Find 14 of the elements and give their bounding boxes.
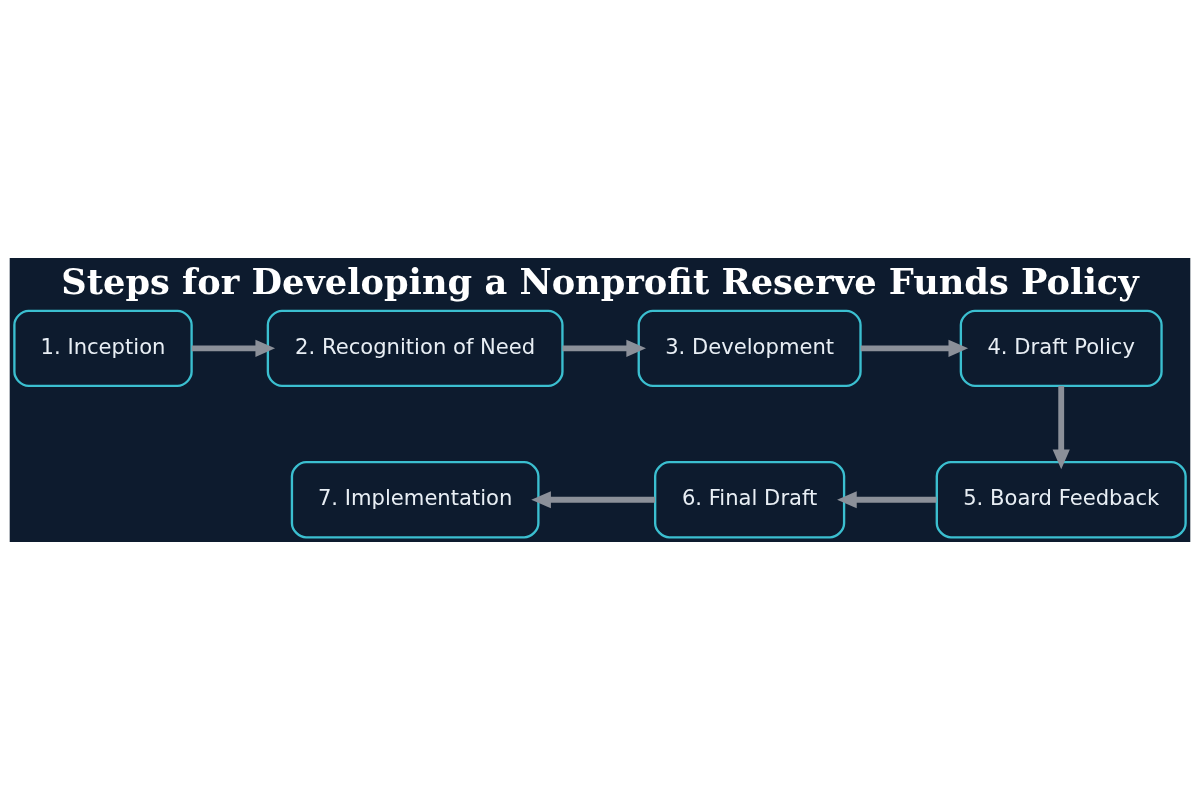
node-box: 3. Development — [637, 309, 862, 388]
arrow — [531, 491, 656, 509]
diagram-title: Steps for Developing a Nonprofit Reserve Funds Policy — [61, 261, 1139, 303]
arrow — [860, 339, 969, 357]
arrow — [837, 491, 937, 509]
node-box: 2. Recognition of Need — [266, 309, 564, 388]
node-box: 1. Inception — [13, 309, 193, 388]
node-box: 6. Final Draft — [654, 461, 846, 539]
node-box: 4. Draft Policy — [959, 309, 1163, 388]
arrow — [562, 339, 646, 357]
node-box: 7. Implementation — [290, 461, 540, 539]
arrow — [191, 339, 276, 357]
arrow — [1052, 386, 1070, 470]
node-box: 5. Board Feedback — [935, 461, 1187, 539]
